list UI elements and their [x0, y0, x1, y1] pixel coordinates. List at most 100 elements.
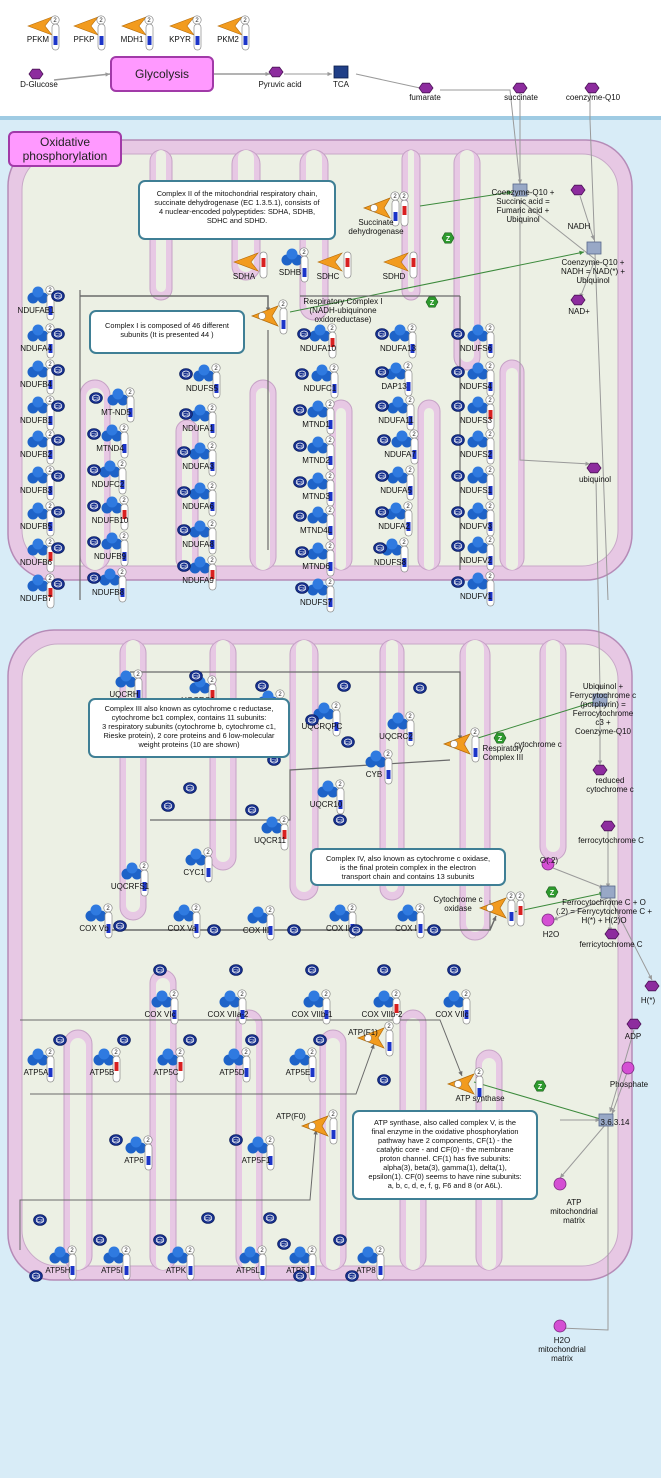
gene-atp5e[interactable] [289, 1048, 311, 1066]
gene-atp5b[interactable] [93, 1048, 115, 1066]
gene-cox-viic[interactable] [443, 990, 465, 1008]
gene-mtnd2[interactable] [307, 436, 329, 454]
phosphate-node[interactable] [621, 1061, 635, 1075]
gene-atp5c[interactable] [157, 1048, 179, 1066]
gene-ndufa7[interactable] [391, 430, 413, 448]
gene-ndufc1[interactable] [311, 364, 333, 382]
gene-atp5h[interactable] [49, 1246, 71, 1264]
gene-atp5d[interactable] [223, 1048, 245, 1066]
ferricyt-node[interactable] [604, 928, 620, 940]
atp-synthase-icon[interactable] [447, 1073, 475, 1095]
gene-ndufb4[interactable] [27, 360, 49, 378]
atp-matrix-node[interactable] [553, 1177, 567, 1191]
gene-uqcrc1[interactable] [189, 676, 211, 694]
gene-ndufs4[interactable] [467, 362, 489, 380]
tca-node[interactable] [333, 65, 349, 79]
gene-sdhc-shape[interactable] [317, 252, 343, 272]
gene-ndufa10[interactable] [309, 324, 331, 342]
gene-atp5l[interactable] [239, 1246, 261, 1264]
gene-atp5j[interactable] [289, 1246, 311, 1264]
sdh-complex[interactable] [363, 197, 391, 219]
gene-uqcrqpc[interactable] [313, 702, 335, 720]
gene-uqcr10[interactable] [317, 780, 339, 798]
gene-ndufb9[interactable] [101, 532, 123, 550]
nadh-node[interactable] [570, 184, 586, 196]
gene-ndufa6[interactable] [189, 482, 211, 500]
gene-ndufb7[interactable] [27, 574, 49, 592]
gene-atp6[interactable] [125, 1136, 147, 1154]
gene-ndufs6[interactable] [467, 324, 489, 342]
h2o-matrix-node[interactable] [553, 1319, 567, 1333]
succinate-node[interactable] [512, 82, 528, 94]
gene-ndufa11[interactable] [387, 396, 409, 414]
reaction-1-node[interactable] [512, 183, 528, 197]
glucose-node[interactable] [28, 68, 44, 80]
reaction-2-node[interactable] [586, 241, 602, 255]
fumarate-node[interactable] [418, 82, 434, 94]
gene-uqcr11[interactable] [261, 816, 283, 834]
gene-ndufs5[interactable] [193, 364, 215, 382]
gene-ndufs1[interactable] [467, 466, 489, 484]
coq10-node[interactable] [584, 82, 600, 94]
enzyme-pfkm-shape[interactable] [27, 16, 53, 36]
glycolysis-title[interactable]: Glycolysis [110, 56, 214, 92]
reaction-4-node[interactable] [600, 885, 616, 899]
gene-sdha-shape[interactable] [233, 252, 259, 272]
gene-ndufb2[interactable] [27, 430, 49, 448]
gene-sdhd-shape[interactable] [383, 252, 409, 272]
gene-atpk[interactable] [167, 1246, 189, 1264]
reaction-5-node[interactable] [598, 1113, 614, 1127]
note-complex-3[interactable]: Complex III also known as cytochrome c r… [88, 698, 290, 758]
enzyme-mdh1-shape[interactable] [121, 16, 147, 36]
gene-cox-va[interactable] [173, 904, 195, 922]
complex4-icon[interactable] [479, 897, 507, 919]
gene-ndufab1[interactable] [27, 286, 49, 304]
gene-atp5i[interactable] [103, 1246, 125, 1264]
nadplus-node[interactable] [570, 294, 586, 306]
oxphos-title[interactable]: Oxidative phosphorylation [8, 131, 122, 167]
gene-cox-viib-2[interactable] [373, 990, 395, 1008]
gene-cyc1[interactable] [185, 848, 207, 866]
note-complex-2[interactable]: Complex II of the mitochondrial respirat… [138, 180, 336, 240]
gene-ndufs3[interactable] [467, 396, 489, 414]
atpf0-icon[interactable] [301, 1115, 329, 1137]
o2-node[interactable] [541, 857, 555, 871]
hplus-node[interactable] [644, 980, 660, 992]
gene-ndufa8[interactable] [189, 520, 211, 538]
ferrocyt-node[interactable] [600, 820, 616, 832]
gene-ndufb10[interactable] [101, 496, 123, 514]
gene-cox-viia-2[interactable] [219, 990, 241, 1008]
pyruvate-node[interactable] [268, 66, 284, 78]
h2o-node[interactable] [541, 913, 555, 927]
gene-ndufv1[interactable] [467, 572, 489, 590]
gene-mtnd4l[interactable] [307, 506, 329, 524]
gene-ndufb5[interactable] [27, 502, 49, 520]
gene-ndufs2[interactable] [467, 430, 489, 448]
note-complex-4[interactable]: Complex IV, also known as cytochrome c o… [310, 848, 506, 886]
redcytc-node[interactable] [592, 764, 608, 776]
gene-cox-viib-1[interactable] [303, 990, 325, 1008]
gene-ndufa3[interactable] [189, 442, 211, 460]
gene-cox-vb[interactable] [85, 904, 107, 922]
adp-node[interactable] [626, 1018, 642, 1030]
gene-ndufa4[interactable] [27, 324, 49, 342]
enzyme-pfkp-shape[interactable] [73, 16, 99, 36]
gene-ndufs7[interactable] [307, 578, 329, 596]
enzyme-pkm2-shape[interactable] [217, 16, 243, 36]
gene-mt-nd5[interactable] [107, 388, 129, 406]
gene-cox-ii[interactable] [329, 904, 351, 922]
gene-ndufa9[interactable] [189, 556, 211, 574]
gene-ndufa2[interactable] [385, 502, 407, 520]
reaction-3-node[interactable] [592, 693, 608, 707]
gene-cox-i[interactable] [397, 904, 419, 922]
gene-mtnd3[interactable] [307, 472, 329, 490]
ubiquinol-node[interactable] [586, 462, 602, 474]
gene-sdhb[interactable] [281, 248, 303, 266]
note-complex-5[interactable]: ATP synthase, also called complex V, is … [352, 1110, 538, 1200]
gene-cox-vic[interactable] [151, 990, 173, 1008]
gene-ndufb8[interactable] [99, 568, 121, 586]
gene-mtnd6[interactable] [307, 542, 329, 560]
gene-ndufa13[interactable] [389, 324, 411, 342]
gene-ndufb3[interactable] [27, 466, 49, 484]
complex3-icon[interactable] [443, 733, 471, 755]
